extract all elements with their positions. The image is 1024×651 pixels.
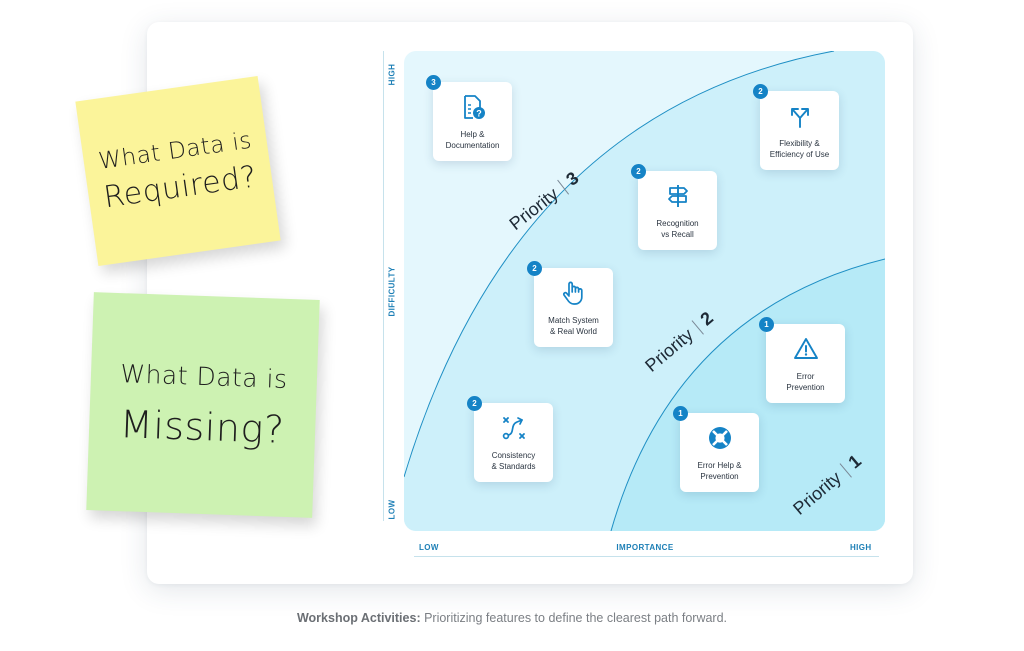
route-icon — [502, 417, 525, 440]
priority-badge: 2 — [753, 84, 768, 99]
priority-badge: 2 — [467, 396, 482, 411]
feature-flexibility-efficiency[interactable]: 2 Flexibility & Efficiency of Use — [753, 84, 839, 170]
signpost-icon — [667, 185, 688, 207]
y-axis-line — [383, 51, 384, 521]
hand-pointer-icon — [562, 281, 583, 305]
feature-label: Consistency & Standards — [491, 451, 536, 471]
priority-separator — [839, 462, 852, 478]
priority-badge: 2 — [631, 164, 646, 179]
split-arrows-icon — [790, 108, 809, 128]
feature-label: Error Help & Prevention — [697, 461, 742, 481]
warning-icon — [793, 338, 818, 359]
priority-badge: 3 — [426, 75, 441, 90]
feature-label: Help & Documentation — [445, 130, 500, 150]
x-axis-line — [414, 556, 879, 557]
feature-label: Flexibility & Efficiency of Use — [769, 139, 830, 159]
feature-label: Recognition vs Recall — [656, 219, 699, 239]
feature-consistency-standards[interactable]: 2 Consistency & Standards — [467, 396, 553, 482]
priority-badge: 1 — [759, 317, 774, 332]
feature-label: Error Prevention — [786, 372, 825, 392]
priority-separator — [691, 319, 704, 335]
zone-priority-1-boundary — [610, 258, 885, 531]
caption-bold: Workshop Activities: — [296, 611, 421, 625]
feature-label: Match System & Real World — [548, 316, 599, 336]
x-axis-low-label: LOW — [419, 543, 439, 552]
y-axis-low-label: LOW — [387, 499, 397, 520]
feature-recognition-recall[interactable]: 2 Recognition vs Recall — [631, 164, 717, 250]
x-axis-high-label: HIGH — [850, 543, 872, 552]
svg-text:?: ? — [476, 109, 482, 119]
feature-help-documentation[interactable]: 3 ? Help & Documentation — [426, 75, 512, 161]
x-axis-title: IMPORTANCE — [616, 543, 674, 552]
priority-badge: 1 — [673, 406, 688, 421]
priority-badge: 2 — [527, 261, 542, 276]
document-help-icon: ? — [463, 95, 485, 119]
sticky-note-required: What Data is Required? — [75, 76, 281, 266]
feature-error-help-prevention[interactable]: 1 Error Help & Prevention — [673, 406, 759, 492]
figure-caption: Workshop Activities: Prioritizing featur… — [0, 611, 1024, 625]
priority-separator — [556, 179, 569, 195]
sticky-note-line2: Missing? — [119, 401, 286, 452]
caption-text: Prioritizing features to define the clea… — [420, 611, 728, 625]
lifebuoy-icon — [708, 427, 731, 449]
feature-error-prevention[interactable]: 1 Error Prevention — [759, 317, 845, 403]
feature-match-system-real-world[interactable]: 2 Match System & Real World — [527, 261, 613, 347]
y-axis-title: DIFFICULTY — [387, 266, 397, 317]
y-axis-high-label: HIGH — [387, 63, 397, 86]
zone-priority-2-boundary — [404, 51, 835, 478]
sticky-note-line1: What Data is — [119, 358, 289, 394]
sticky-note-missing: What Data is Missing? — [86, 292, 320, 518]
